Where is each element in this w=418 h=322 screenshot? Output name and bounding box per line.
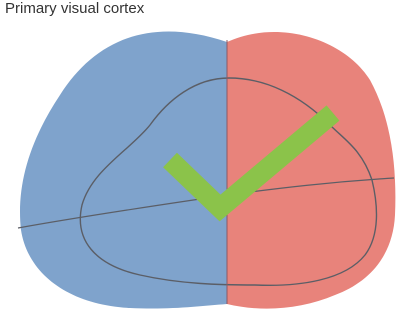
checkmark-icon (163, 105, 340, 222)
figure-caption: Primary visual cortex (5, 0, 145, 17)
inner-contour-outline (79, 77, 378, 287)
right-hemisphere-region (227, 31, 396, 309)
